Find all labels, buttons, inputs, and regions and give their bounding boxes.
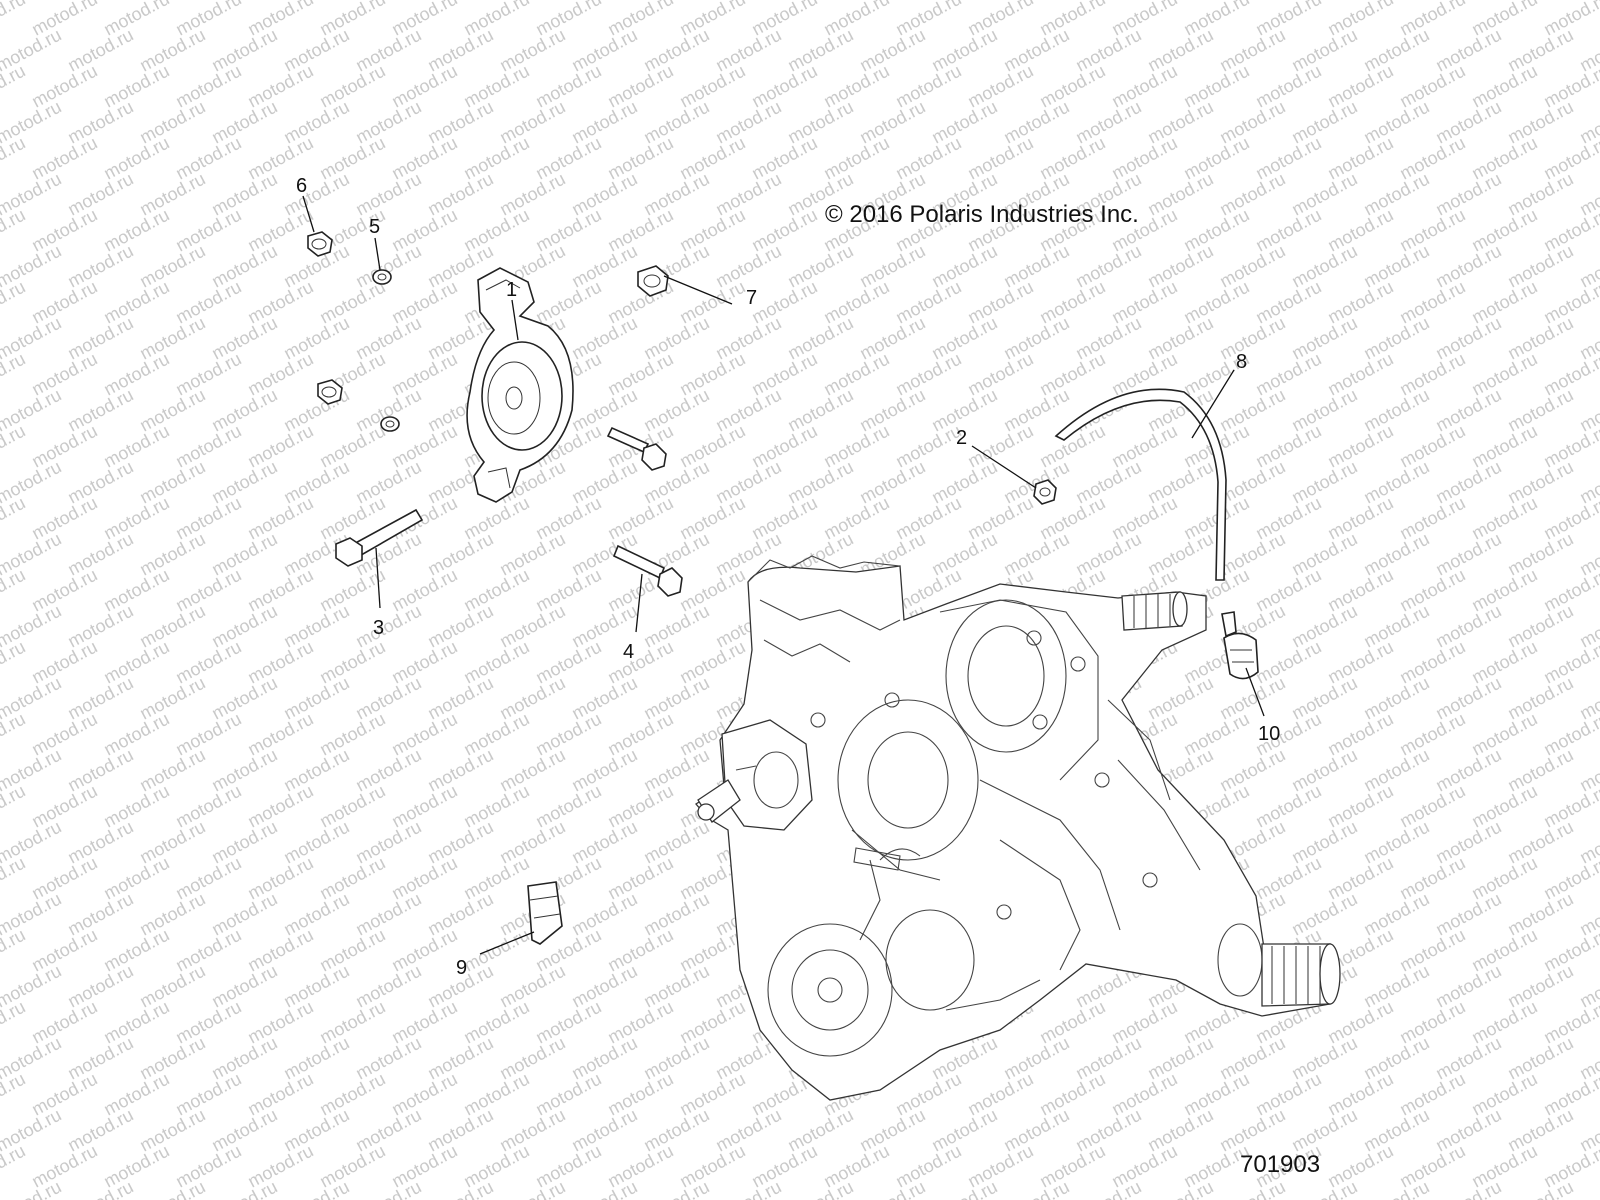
watermark-text: motod.ru — [424, 1177, 496, 1200]
part-10-breather — [1221, 611, 1259, 680]
watermark-text: motod.ru — [0, 709, 29, 760]
watermark-text: motod.ru — [352, 1177, 424, 1200]
callout-9: 9 — [456, 957, 467, 979]
watermark-text: motod.ru — [0, 61, 29, 112]
leader-1 — [511, 299, 519, 341]
watermark-text: motod.ru — [0, 1069, 29, 1120]
watermark-text: motod.ru — [0, 853, 29, 904]
watermark-text: motod.ru — [1504, 1177, 1576, 1200]
watermark-text: motod.ru — [1000, 1177, 1072, 1200]
watermark-text: motod.ru — [0, 0, 29, 40]
callout-labels: 6 5 1 7 8 2 3 4 9 10 — [296, 175, 1280, 979]
leader-9 — [479, 931, 535, 955]
part-9-connector — [527, 881, 563, 945]
watermark-text: motod.ru — [1288, 1177, 1360, 1200]
callout-10: 10 — [1258, 723, 1280, 745]
watermark-text: motod.ru — [0, 565, 29, 616]
watermark-text: motod.ru — [856, 1177, 928, 1200]
callout-1: 1 — [506, 279, 517, 301]
callout-2: 2 — [956, 427, 967, 449]
callout-8: 8 — [1236, 351, 1247, 373]
part-2-fitting — [1033, 479, 1057, 505]
callout-4: 4 — [623, 641, 634, 663]
watermark-text: motod.ru — [0, 997, 29, 1048]
short-bolt — [606, 426, 667, 471]
leader-3 — [375, 547, 381, 609]
watermark-text: motod.ru — [0, 781, 29, 832]
shift-actuator — [697, 719, 813, 831]
watermark-text: motod.ru — [568, 1177, 640, 1200]
output-shaft-rear — [1261, 943, 1341, 1007]
watermark-text: motod.ru — [0, 349, 29, 400]
watermark-text: motod.ru — [0, 421, 29, 472]
watermark-text: motod.ru — [1576, 0, 1600, 4]
watermark-text: motod.ru — [496, 1177, 568, 1200]
callout-7: 7 — [746, 287, 757, 309]
part-6-flange-nut — [307, 231, 333, 257]
part-8-vent-hose — [1054, 388, 1227, 581]
part-1-sensor-assembly — [466, 267, 574, 503]
part-7-flange-nut — [637, 265, 669, 297]
leader-2 — [971, 445, 1037, 489]
watermark-text: motod.ru — [0, 925, 29, 976]
output-shaft-front — [1121, 591, 1188, 631]
watermark-text: motod.ru — [1432, 1177, 1504, 1200]
leader-4 — [635, 573, 643, 633]
callout-3: 3 — [373, 617, 384, 639]
part-5-washer — [372, 269, 392, 285]
leader-10 — [1245, 667, 1265, 717]
watermark-text: motod.ru — [0, 277, 29, 328]
leader-5 — [374, 237, 381, 271]
watermark-text: motod.ru — [0, 133, 29, 184]
watermark-text: motod.ru — [1360, 1177, 1432, 1200]
part-5-washer-second — [380, 416, 400, 432]
watermark-text: motod.ru — [208, 1177, 280, 1200]
watermark-text: motod.ru — [0, 493, 29, 544]
watermark-text: motod.ru — [928, 1177, 1000, 1200]
watermark-text: motod.ru — [784, 1177, 856, 1200]
part-3-long-bolt — [335, 508, 424, 567]
watermark-text: motod.ru — [280, 1177, 352, 1200]
part-4-bolt — [612, 544, 683, 597]
watermark-text: motod.ru — [0, 637, 29, 688]
watermark-text: motod.ru — [1576, 1177, 1600, 1200]
transmission-gearcase — [695, 555, 1341, 1101]
watermark-text: motod.ru — [0, 205, 29, 256]
watermark-text: motod.ru — [1144, 1177, 1216, 1200]
figure-number: 701903 — [1240, 1151, 1320, 1178]
leader-7 — [663, 275, 733, 305]
leader-6 — [302, 195, 315, 233]
watermark-text: motod.ru — [1072, 1177, 1144, 1200]
callout-5: 5 — [369, 216, 380, 238]
leader-lines — [302, 195, 1265, 955]
watermark-text: motod.ru — [640, 1177, 712, 1200]
watermark-text: motod.ru — [0, 1141, 29, 1192]
copyright-text: © 2016 Polaris Industries Inc. — [825, 201, 1139, 228]
leader-8 — [1191, 369, 1235, 439]
callout-6: 6 — [296, 175, 307, 197]
watermark-text: motod.ru — [136, 1177, 208, 1200]
watermark-text: motod.ru — [1216, 1177, 1288, 1200]
watermark-text: motod.ru — [64, 1177, 136, 1200]
watermark-text: motod.ru — [712, 1177, 784, 1200]
part-6-flange-nut-second — [317, 379, 343, 405]
